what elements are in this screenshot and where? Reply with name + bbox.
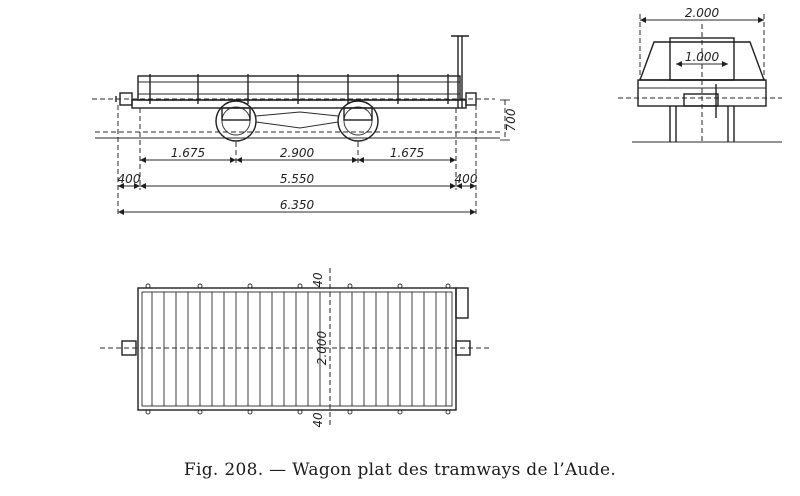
dim-end-inner: 1.000 (685, 50, 720, 64)
dim-height: 700 (504, 108, 518, 131)
plan-buffer-left (121, 340, 137, 356)
wheel-left (215, 100, 257, 142)
dim-overhang-left: 400 (118, 172, 141, 186)
dim-frame-length: 5.550 (280, 172, 315, 186)
plan-floor (137, 287, 457, 411)
floor-planks (151, 292, 447, 406)
dim-plan-width: 2.000 (315, 330, 329, 365)
side-elevation: 700 1.675 2.900 1.675 400 5.550 400 (92, 35, 518, 216)
buffer-right (465, 92, 477, 106)
brake-rigging (255, 121, 339, 129)
dim-overhang-right: 400 (455, 172, 478, 186)
dim-plan-top-edge: 40 (311, 272, 325, 288)
dim-wheelbase: 2.900 (280, 146, 315, 160)
wheel-right (337, 100, 379, 142)
end-elevation: 2.000 1.000 (618, 6, 782, 143)
figure-caption: Fig. 208. — Wagon plat des tramways de l… (183, 460, 617, 480)
wagon-side-board (137, 75, 461, 101)
axlebox-right (343, 107, 373, 121)
plan-buffer-right (455, 340, 471, 356)
dim-wheel-to-end-right: 1.675 (390, 146, 424, 160)
buffer-left (119, 92, 133, 106)
dim-total-length: 6.350 (280, 198, 315, 212)
dim-wheel-to-end-left: 1.675 (171, 146, 205, 160)
underframe (131, 99, 467, 109)
axlebox-left (221, 107, 251, 121)
end-coupler (683, 93, 719, 107)
plan-brake-housing (455, 287, 469, 319)
dim-plan-bottom-edge: 40 (311, 412, 325, 428)
dim-end-width: 2.000 (685, 6, 720, 20)
plan-view: 40 2.000 40 (100, 268, 492, 428)
